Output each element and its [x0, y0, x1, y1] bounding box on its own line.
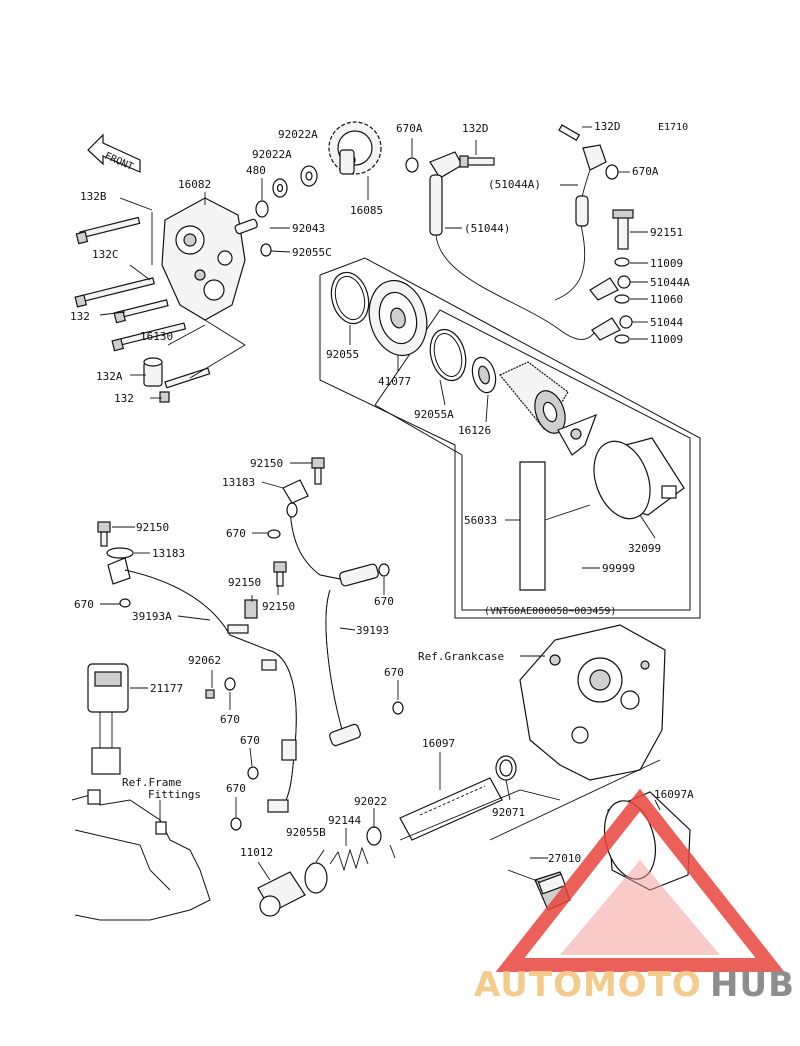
- diagram-code: E1710: [658, 122, 688, 133]
- label-39193: 39193: [356, 624, 389, 637]
- label-670-1: 670: [226, 527, 246, 540]
- label-51044-paren: (51044): [464, 222, 510, 235]
- label-13183-2: 13183: [152, 547, 185, 560]
- frame-fittings: [71, 789, 211, 921]
- label-132-1: 132: [70, 310, 90, 323]
- watermark-text-automoto: AUTOMOTO: [474, 965, 702, 1005]
- label-39193a: 39193A: [132, 610, 172, 623]
- oil-hose-upper: [405, 124, 648, 344]
- label-670-3: 670: [374, 595, 394, 608]
- oil-pressure-switch: [87, 663, 148, 775]
- label-670-7: 670: [226, 782, 246, 795]
- label-21177: 21177: [150, 682, 183, 695]
- oil-pipes: [97, 457, 404, 831]
- relief-valve-group: [257, 752, 561, 917]
- front-arrow-icon: FRONT: [87, 133, 141, 173]
- label-92150-1: 92150: [250, 457, 283, 470]
- watermark-text-hub: HUB: [710, 965, 795, 1005]
- label-92151: 92151: [650, 226, 683, 239]
- label-132c: 132C: [92, 248, 119, 261]
- label-11009-2: 11009: [650, 333, 683, 346]
- label-16082: 16082: [178, 178, 211, 191]
- label-11009-1: 11009: [650, 257, 683, 270]
- label-56033: 56033: [464, 514, 497, 527]
- label-16097: 16097: [422, 737, 455, 750]
- label-480: 480: [246, 164, 266, 177]
- label-670a-2: 670A: [632, 165, 659, 178]
- label-92022a-2: 92022A: [278, 128, 318, 141]
- label-92022: 92022: [354, 795, 387, 808]
- label-670-6: 670: [240, 734, 260, 747]
- label-132d-1: 132D: [462, 122, 489, 135]
- label-51044a: 51044A: [650, 276, 690, 289]
- label-92150-2: 92150: [136, 521, 169, 534]
- label-27010: 27010: [548, 852, 581, 865]
- oil-filter-assembly: [319, 257, 701, 619]
- label-ref-frame-fittings: Fittings: [148, 788, 201, 801]
- label-16130: 16130: [140, 330, 173, 343]
- label-670a-1: 670A: [396, 122, 423, 135]
- label-51044a-paren: (51044A): [488, 178, 541, 191]
- label-ref-frame: Ref.Frame: [122, 776, 182, 789]
- label-132-2: 132: [114, 392, 134, 405]
- label-92144: 92144: [328, 814, 361, 827]
- watermark-triangle-icon: [495, 788, 785, 972]
- label-132b: 132B: [80, 190, 107, 203]
- label-92071: 92071: [492, 806, 525, 819]
- label-99999: 99999: [602, 562, 635, 575]
- label-92055b: 92055B: [286, 826, 326, 839]
- label-92055a: 92055A: [414, 408, 454, 421]
- label-132d-2: 132D: [594, 120, 621, 133]
- label-11012: 11012: [240, 846, 273, 859]
- automotohub-watermark-logo: AUTOMOTO HUB: [474, 788, 795, 1005]
- label-11060: 11060: [650, 293, 683, 306]
- serial-range-label: (VNT60AE000058~003459): [484, 606, 616, 617]
- label-670-2: 670: [74, 598, 94, 611]
- crankcase: [519, 624, 666, 781]
- label-670-4: 670: [384, 666, 404, 679]
- label-92022a-1: 92022A: [252, 148, 292, 161]
- label-16097a: 16097A: [654, 788, 694, 801]
- label-92055c: 92055C: [292, 246, 332, 259]
- label-92150-4: 92150: [262, 600, 295, 613]
- label-16085: 16085: [350, 204, 383, 217]
- label-92055: 92055: [326, 348, 359, 361]
- label-ref-crankcase: Ref.Grankcase: [418, 650, 504, 663]
- label-51044: 51044: [650, 316, 683, 329]
- label-13183-1: 13183: [222, 476, 255, 489]
- label-92150-3: 92150: [228, 576, 261, 589]
- label-670-5: 670: [220, 713, 240, 726]
- label-132a: 132A: [96, 370, 123, 383]
- oil-pump-assembly: [74, 121, 382, 403]
- label-92062: 92062: [188, 654, 221, 667]
- label-32099: 32099: [628, 542, 661, 555]
- part-labels: 132B 16082 132C 132 16130 132A 132 480 9…: [70, 120, 694, 865]
- label-41077: 41077: [378, 375, 411, 388]
- label-16126: 16126: [458, 424, 491, 437]
- label-92043: 92043: [292, 222, 325, 235]
